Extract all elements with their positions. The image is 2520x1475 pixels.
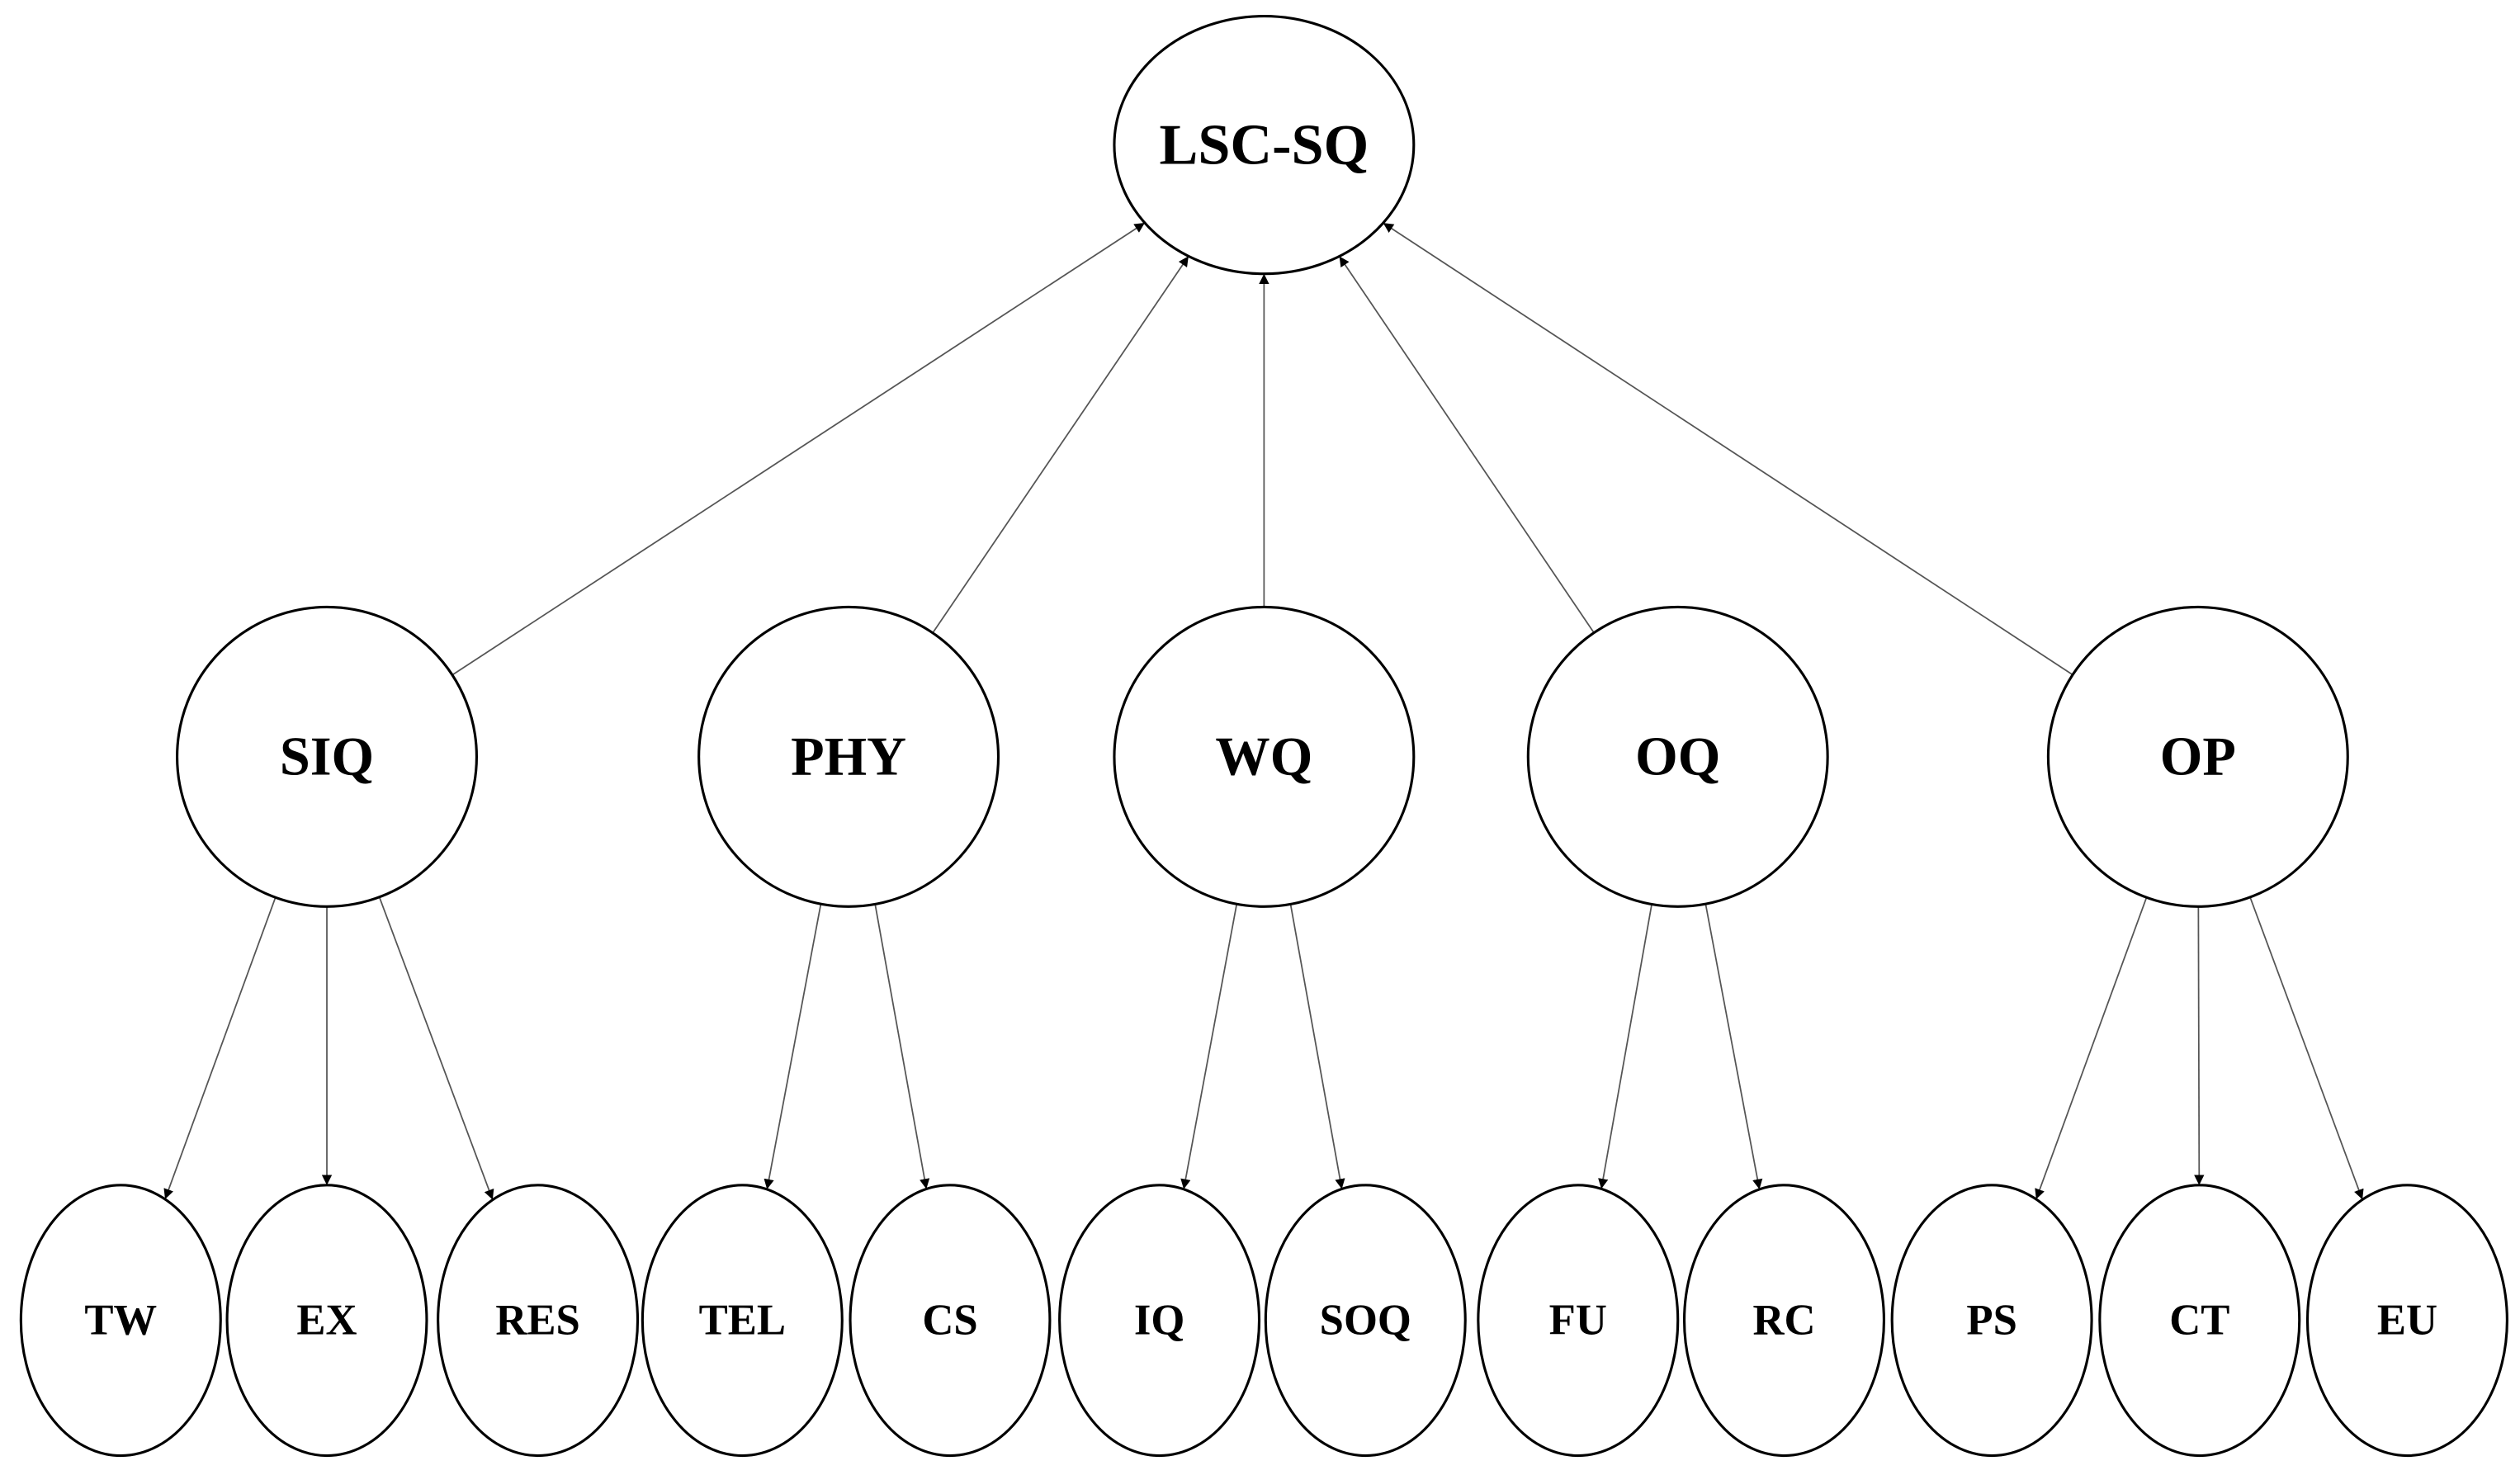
node-tel-label: TEL bbox=[699, 1297, 786, 1345]
node-tw-label: TW bbox=[84, 1297, 157, 1345]
node-iq-shape bbox=[1058, 1184, 1261, 1458]
edge-op-to-eu bbox=[2249, 896, 2364, 1200]
node-phy: PHY bbox=[697, 605, 1000, 908]
node-iq-label: IQ bbox=[1134, 1297, 1184, 1345]
node-ct-label: CT bbox=[2169, 1297, 2229, 1345]
node-op-label: OP bbox=[2160, 726, 2236, 787]
node-oq-label: OQ bbox=[1635, 726, 1720, 787]
edge-siq-to-res bbox=[378, 896, 494, 1200]
node-wq-shape bbox=[1113, 605, 1416, 908]
node-ex-shape bbox=[225, 1184, 428, 1458]
node-oq-shape bbox=[1526, 605, 1829, 908]
node-tw-shape bbox=[19, 1184, 222, 1458]
node-phy-label: PHY bbox=[791, 726, 906, 787]
node-lsc-sq: LSC-SQ bbox=[1113, 14, 1416, 276]
edge-oq-to-root bbox=[1338, 256, 1595, 634]
node-eu: EU bbox=[2305, 1184, 2508, 1458]
node-rc-shape bbox=[1682, 1184, 1885, 1458]
edge-op-to-ps bbox=[2035, 896, 2148, 1200]
edge-op-to-ct bbox=[2194, 906, 2205, 1185]
node-siq: SIQ bbox=[176, 605, 478, 908]
edge-phy-to-tel bbox=[764, 904, 822, 1190]
node-tw: TW bbox=[19, 1184, 222, 1458]
node-res-shape bbox=[437, 1184, 640, 1458]
edge-wq-to-soq bbox=[1289, 904, 1345, 1189]
node-ps-label: PS bbox=[1966, 1297, 2016, 1345]
node-soq-shape bbox=[1264, 1184, 1467, 1458]
node-cs-label: CS bbox=[922, 1297, 977, 1345]
node-tel-shape bbox=[641, 1184, 844, 1458]
node-tel: TEL bbox=[641, 1184, 844, 1458]
node-iq: IQ bbox=[1058, 1184, 1261, 1458]
node-op-shape bbox=[2046, 605, 2349, 908]
node-soq: SOQ bbox=[1264, 1184, 1467, 1458]
node-siq-shape bbox=[176, 605, 478, 908]
node-cs-shape bbox=[849, 1184, 1052, 1458]
node-eu-shape bbox=[2305, 1184, 2508, 1458]
node-oq: OQ bbox=[1526, 605, 1829, 908]
edge-siq-to-root bbox=[452, 222, 1146, 676]
node-fu-shape bbox=[1477, 1184, 1680, 1458]
edge-oq-to-rc bbox=[1704, 904, 1763, 1190]
node-cs: CS bbox=[849, 1184, 1052, 1458]
node-lsc-sq-label: LSC-SQ bbox=[1160, 113, 1369, 177]
edge-phy-to-root bbox=[932, 255, 1189, 634]
node-wq-label: WQ bbox=[1215, 726, 1312, 787]
node-ct: CT bbox=[2098, 1184, 2301, 1458]
node-siq-label: SIQ bbox=[280, 726, 374, 787]
edge-wq-to-iq bbox=[1180, 904, 1238, 1189]
node-ex: EX bbox=[225, 1184, 428, 1458]
node-wq: WQ bbox=[1113, 605, 1416, 908]
edge-siq-to-tw bbox=[163, 896, 277, 1200]
node-ps-shape bbox=[1890, 1184, 2093, 1458]
node-res-label: RES bbox=[495, 1297, 579, 1345]
node-eu-label: EU bbox=[2377, 1297, 2437, 1345]
edge-oq-to-fu bbox=[1598, 904, 1652, 1189]
node-res: RES bbox=[437, 1184, 640, 1458]
node-fu-label: FU bbox=[1549, 1297, 1607, 1345]
edge-phy-to-cs bbox=[874, 904, 930, 1189]
node-soq-label: SOQ bbox=[1320, 1297, 1411, 1345]
node-lsc-sq-shape bbox=[1113, 14, 1416, 276]
node-ex-label: EX bbox=[296, 1297, 357, 1345]
node-rc-label: RC bbox=[1752, 1297, 1815, 1345]
node-ct-shape bbox=[2098, 1184, 2301, 1458]
node-ps: PS bbox=[1890, 1184, 2093, 1458]
node-op: OP bbox=[2046, 605, 2349, 908]
node-rc: RC bbox=[1682, 1184, 1885, 1458]
node-phy-shape bbox=[697, 605, 1000, 908]
node-fu: FU bbox=[1477, 1184, 1680, 1458]
edge-op-to-root bbox=[1383, 222, 2073, 676]
